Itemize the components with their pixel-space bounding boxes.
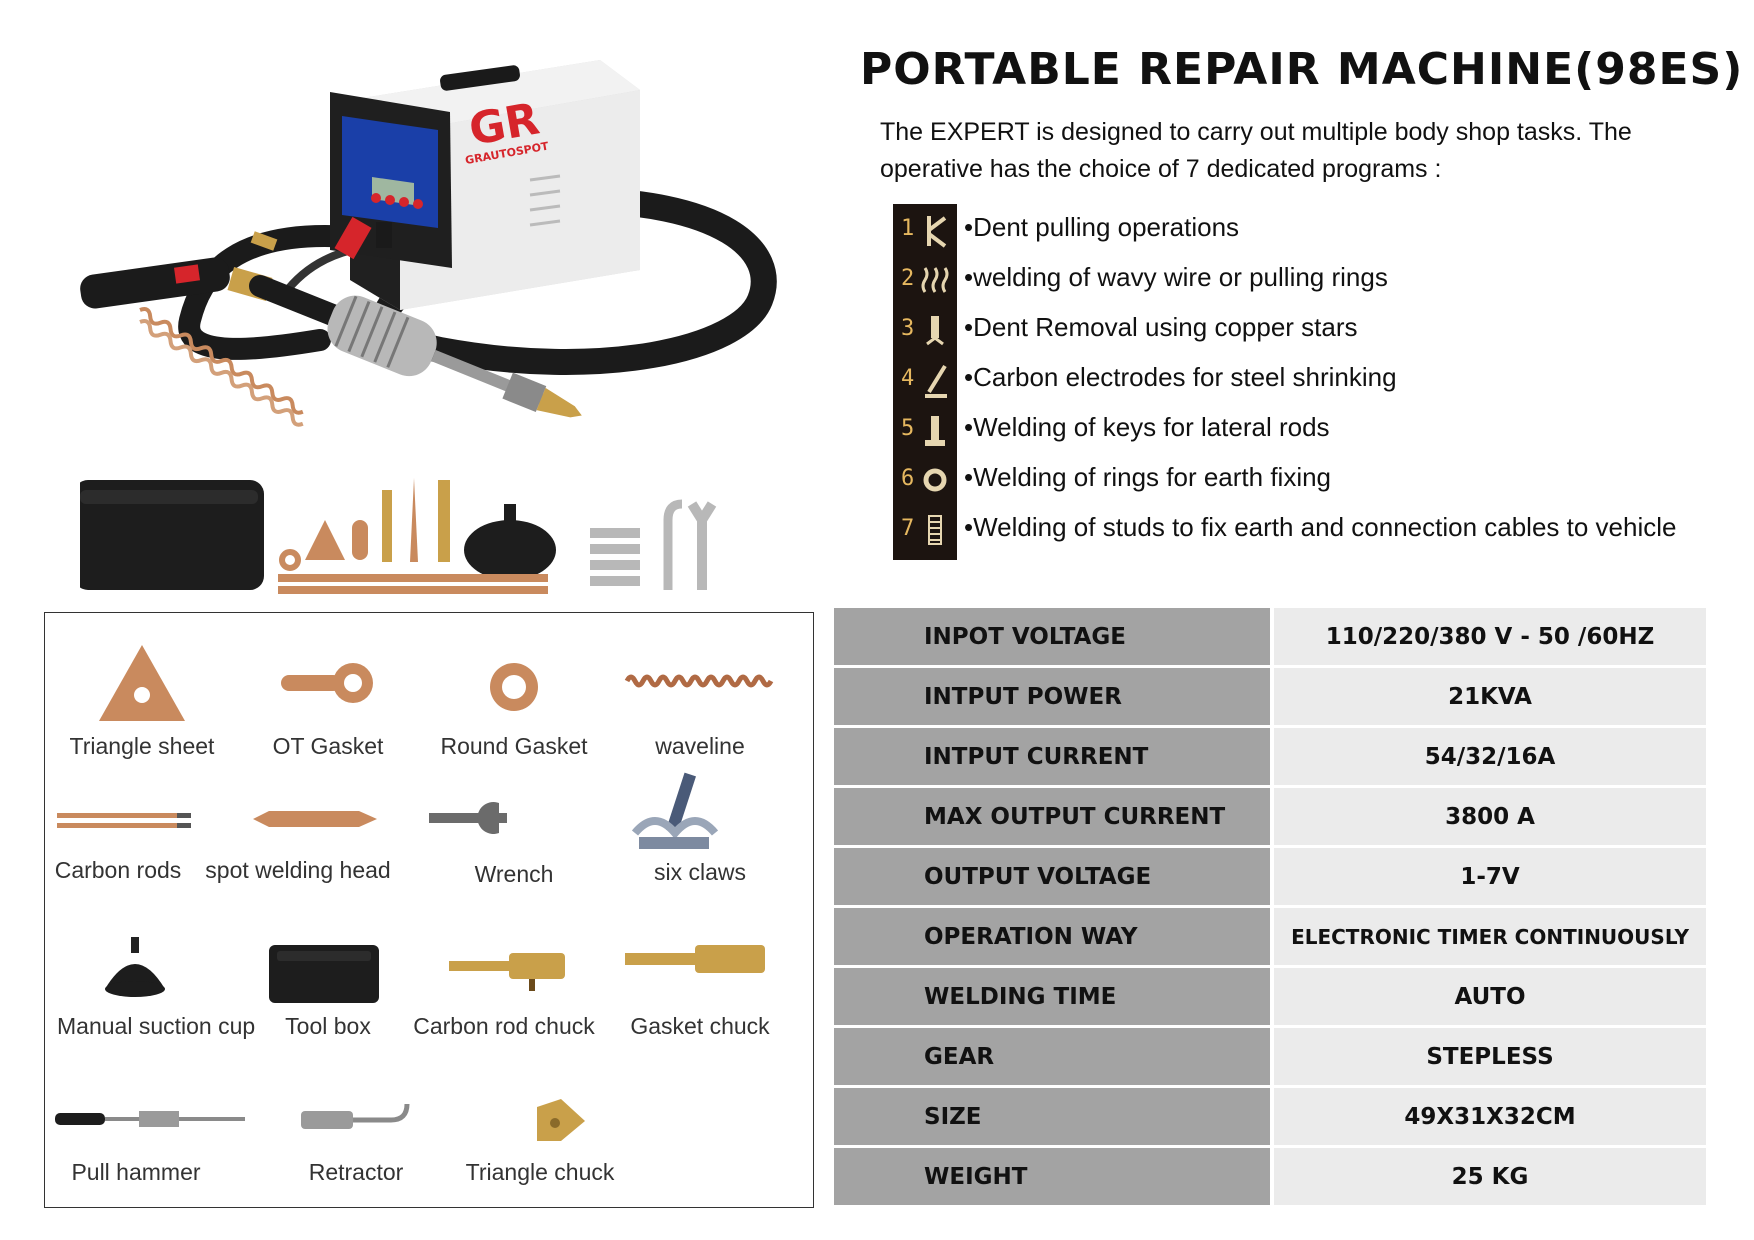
accessory-wrench: Wrench: [419, 791, 609, 911]
ring-icon: [923, 468, 947, 492]
round-gasket-icon: [490, 663, 538, 711]
spec-row-output-voltage: OUTPUT VOLTAGE 1-7V: [834, 848, 1706, 905]
spec-key: INPOT VOLTAGE: [924, 623, 1127, 650]
accessory-round-gasket: Round Gasket: [419, 637, 609, 759]
wavy-wire-icon: [921, 267, 949, 293]
suction-cup-icon: [105, 937, 165, 997]
program-item-4: •Carbon electrodes for steel shrinking: [964, 362, 1397, 392]
accessory-triangle-sheet: Triangle sheet: [47, 637, 237, 759]
carbon-electrode-icon: [925, 364, 947, 398]
spec-value: ELECTRONIC TIMER CONTINUOUSLY: [1291, 924, 1689, 949]
spec-value: AUTO: [1454, 983, 1526, 1010]
spec-key: GEAR: [924, 1043, 995, 1070]
spec-row-max-output-current: MAX OUTPUT CURRENT 3800 A: [834, 788, 1706, 845]
accessory-pull-hammer: Pull hammer: [47, 1093, 245, 1213]
copper-star-icon: [926, 316, 944, 346]
program-1-badge: 1: [901, 210, 949, 250]
accessory-triangle-chuck: Triangle chuck: [465, 1093, 655, 1213]
program-6-badge: 6: [901, 460, 949, 500]
spec-row-welding-time: WELDING TIME AUTO: [834, 968, 1706, 1025]
accessory-carbon-rod-chuck: Carbon rod chuck: [413, 933, 609, 1053]
stud-icon: [928, 515, 942, 545]
spec-value: 3800 A: [1445, 803, 1535, 830]
ot-gasket-icon: [281, 663, 373, 703]
spec-value: 25 KG: [1451, 1163, 1529, 1190]
program-4-badge: 4: [901, 360, 949, 400]
triangle-chuck-icon: [537, 1099, 585, 1141]
machine-product-image: GR GRAUTOSPOT: [80, 60, 777, 594]
spec-key: OPERATION WAY: [924, 923, 1138, 950]
spec-row-gear: GEAR STEPLESS: [834, 1028, 1706, 1085]
retractor-icon: [301, 1103, 410, 1129]
program-5-badge: 5: [901, 410, 949, 450]
spec-key: WEIGHT: [924, 1163, 1028, 1190]
program-item-3: •Dent Removal using copper stars: [964, 312, 1358, 342]
accessory-carbon-rods: Carbon rods: [47, 791, 237, 911]
program-item-5: •Welding of keys for lateral rods: [964, 412, 1330, 442]
spec-value: 110/220/380 V - 50 /60HZ: [1325, 623, 1655, 650]
accessory-spot-welding-head: spot welding head: [205, 791, 423, 911]
pull-hammer-icon: [55, 1111, 245, 1127]
program-2-badge: 2: [901, 260, 949, 300]
carbon-rod-chuck-icon: [449, 953, 565, 991]
spec-row-input-current: INTPUT CURRENT 54/32/16A: [834, 728, 1706, 785]
program-item-6: •Welding of rings for earth fixing: [964, 462, 1332, 492]
spec-value: 1-7V: [1460, 863, 1520, 890]
accessory-six-claws: six claws: [605, 763, 795, 885]
program-3-badge: 3: [901, 310, 949, 350]
spec-key: SIZE: [924, 1103, 982, 1130]
wrench-icon: [429, 802, 507, 834]
gasket-chuck-icon: [625, 945, 765, 973]
tool-box-icon: [269, 945, 379, 1003]
svg-text:GR: GR: [465, 94, 543, 156]
waveline-icon: [624, 674, 774, 688]
key-weld-icon: [925, 416, 945, 446]
program-item-2: •welding of wavy wire or pulling rings: [964, 262, 1388, 292]
accessory-gasket-chuck: Gasket chuck: [605, 933, 795, 1053]
spec-row-input-voltage: INPOT VOLTAGE 110/220/380 V - 50 /60HZ: [834, 608, 1706, 665]
carbon-rods-icon: [57, 813, 191, 828]
spec-value: STEPLESS: [1426, 1043, 1554, 1070]
spec-key: OUTPUT VOLTAGE: [924, 863, 1152, 890]
accessory-manual-suction-cup: Manual suction cup: [47, 933, 255, 1053]
page-title: PORTABLE REPAIR MACHINE(98ES): [860, 44, 1744, 95]
six-claws-icon: [631, 772, 719, 849]
accessory-retractor: Retractor: [261, 1093, 451, 1213]
intro-text: The EXPERT is designed to carry out mult…: [880, 118, 1632, 183]
spec-key: INTPUT CURRENT: [924, 743, 1149, 770]
spot-welding-head-icon: [253, 811, 377, 827]
spec-key: WELDING TIME: [924, 983, 1117, 1010]
triangle-sheet-icon: [99, 645, 185, 721]
program-item-1: •Dent pulling operations: [964, 212, 1240, 242]
program-icon-strip: 1 2 3 4 5 6 7: [893, 204, 957, 560]
spec-value: 21KVA: [1448, 683, 1532, 710]
spec-row-operation-way: OPERATION WAY ELECTRONIC TIMER CONTINUOU…: [834, 908, 1706, 965]
spec-row-weight: WEIGHT 25 KG: [834, 1148, 1706, 1205]
spec-key: MAX OUTPUT CURRENT: [924, 803, 1226, 830]
spec-row-size: SIZE 49X31X32CM: [834, 1088, 1706, 1145]
spec-value: 54/32/16A: [1424, 743, 1556, 770]
accessory-ot-gasket: OT Gasket: [233, 637, 423, 759]
accessory-tool-box: Tool box: [233, 933, 423, 1053]
accessories-panel: Triangle sheet OT Gasket Round Gasket wa…: [44, 612, 814, 1208]
accessory-waveline: waveline: [605, 637, 795, 759]
program-7-badge: 7: [901, 510, 949, 550]
spec-key: INTPUT POWER: [924, 683, 1122, 710]
spec-value: 49X31X32CM: [1404, 1103, 1576, 1130]
dent-puller-icon: [927, 216, 947, 248]
spec-row-input-power: INTPUT POWER 21KVA: [834, 668, 1706, 725]
program-item-7: •Welding of studs to fix earth and conne…: [964, 512, 1677, 542]
